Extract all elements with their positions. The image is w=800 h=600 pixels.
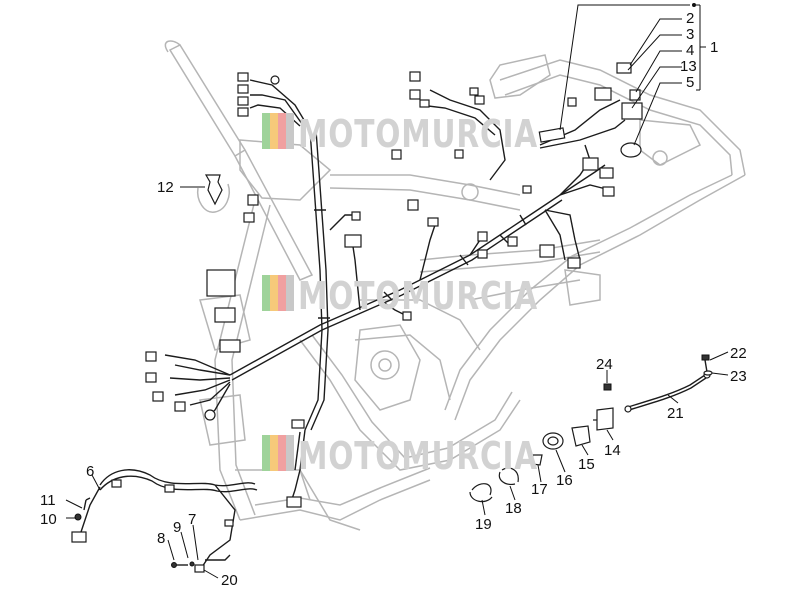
part-label-3: 3 — [686, 26, 694, 43]
watermark-stripe — [278, 275, 286, 311]
part-label-9: 9 — [173, 519, 181, 536]
part-label-14: 14 — [604, 442, 621, 459]
part-label-2: 2 — [686, 10, 694, 27]
watermark-bottom: MOTOMURCIA — [262, 434, 538, 478]
watermark-top: MOTOMURCIA — [262, 112, 538, 156]
watermark-text: MOTOMURCIA — [298, 274, 538, 318]
part-label-8: 8 — [157, 530, 165, 547]
part-labels: 1 2 3 4 13 5 12 6 11 10 7 9 8 20 14 15 1… — [40, 10, 747, 589]
part-label-22: 22 — [730, 345, 747, 362]
part-label-24: 24 — [596, 356, 613, 373]
watermark-text: MOTOMURCIA — [298, 112, 538, 156]
part-label-17: 17 — [531, 481, 548, 498]
part-label-15: 15 — [578, 456, 595, 473]
part-label-4: 4 — [686, 42, 694, 59]
part-label-19: 19 — [475, 516, 492, 533]
watermark-stripe — [262, 275, 270, 311]
small-parts — [196, 62, 713, 503]
front-harness — [71, 469, 258, 573]
part-label-11: 11 — [40, 492, 56, 509]
watermark-stripe — [262, 435, 270, 471]
watermark-stripe — [286, 275, 294, 311]
watermark-middle: MOTOMURCIA — [262, 274, 538, 318]
watermark-stripe — [262, 113, 270, 149]
part-label-5: 5 — [686, 74, 694, 91]
watermark-stripe — [286, 113, 294, 149]
watermark-stripe — [278, 435, 286, 471]
part-label-7: 7 — [188, 511, 196, 528]
watermark-stripe — [286, 435, 294, 471]
watermark-stripe — [270, 113, 278, 149]
watermark-stripe — [270, 435, 278, 471]
part-label-13: 13 — [680, 58, 697, 75]
part-label-16: 16 — [556, 472, 573, 489]
part-label-21: 21 — [667, 405, 684, 422]
leader-lines — [65, 3, 729, 579]
part-label-23: 23 — [730, 368, 747, 385]
part-label-12: 12 — [157, 179, 174, 196]
part-label-18: 18 — [505, 500, 522, 517]
part-label-20: 20 — [221, 572, 238, 589]
part-label-10: 10 — [40, 511, 57, 528]
watermark-stripe — [270, 275, 278, 311]
part-label-1: 1 — [710, 39, 718, 56]
part-label-6: 6 — [86, 463, 94, 480]
watermark-text: MOTOMURCIA — [298, 434, 538, 478]
watermark-stripe — [278, 113, 286, 149]
harness-connectors — [145, 71, 615, 508]
